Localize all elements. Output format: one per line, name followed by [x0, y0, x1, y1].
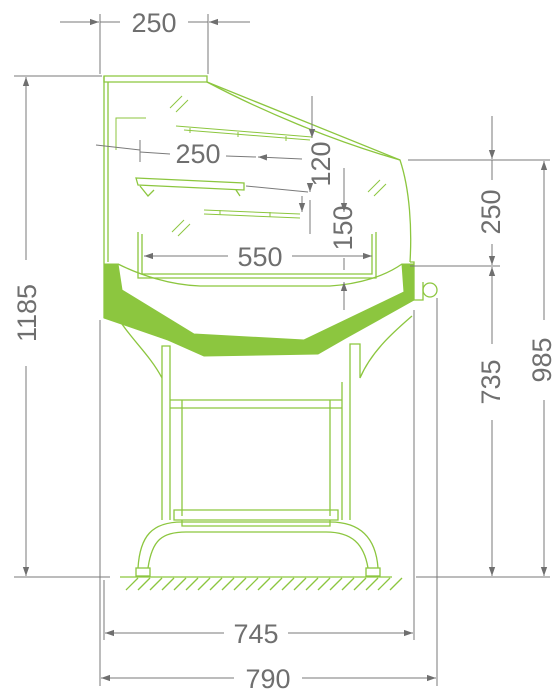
legs	[161, 378, 351, 520]
upper-shelf	[175, 125, 313, 141]
display-deck	[137, 232, 377, 279]
dim-upper-shelf-depth: 250	[175, 139, 220, 169]
hatch-mark	[293, 577, 307, 591]
hatch-mark	[281, 577, 295, 591]
front-knob	[422, 282, 438, 298]
hatch-mark	[161, 577, 175, 591]
front-glass-inner	[206, 81, 401, 161]
dim-top-width: 250	[131, 8, 176, 38]
dimensions: 250 250 120 150 550 1185	[12, 8, 556, 693]
upper-shelf-pins	[189, 128, 287, 141]
hatch-mark	[305, 577, 319, 591]
hatch-mark	[209, 577, 223, 591]
dim-total-height: 1185	[12, 284, 42, 342]
hatch-mark	[149, 577, 163, 591]
dim-upper-shelf-gap: 120	[306, 141, 336, 186]
dim-deck-depth: 550	[237, 242, 282, 272]
cabinet-drawing	[103, 75, 438, 591]
dim-total-width: 790	[245, 664, 290, 693]
hatch-mark	[365, 577, 379, 591]
hatch-mark	[269, 577, 283, 591]
base-arch	[137, 521, 379, 569]
glass-reflection-marks	[169, 95, 387, 237]
front-glass	[206, 81, 412, 263]
tub-inner-line	[117, 263, 403, 287]
floor-hatch	[125, 577, 403, 591]
bottom-rail	[173, 509, 339, 527]
hatch-mark	[233, 577, 247, 591]
left-bracket	[117, 317, 171, 382]
hatch-mark	[221, 577, 235, 591]
middle-shelf	[135, 177, 245, 197]
hatch-mark	[389, 577, 403, 591]
hatch-mark	[317, 577, 331, 591]
hatch-mark	[137, 577, 151, 591]
canopy	[103, 75, 208, 83]
hatch-mark	[125, 577, 139, 591]
hatch-mark	[377, 577, 391, 591]
front-panel	[410, 261, 424, 301]
hatch-mark	[185, 577, 199, 591]
dim-lower-shelf-gap: 150	[328, 205, 358, 250]
hatch-mark	[197, 577, 211, 591]
hatch-mark	[341, 577, 355, 591]
hatch-mark	[257, 577, 271, 591]
dim-base-width: 745	[233, 619, 278, 649]
right-bracket	[349, 315, 413, 382]
lower-shelf	[203, 209, 301, 219]
hatch-mark	[353, 577, 367, 591]
dim-deck-height: 735	[476, 359, 506, 404]
cross-bar	[170, 399, 342, 409]
hatch-mark	[329, 577, 343, 591]
hatch-mark	[173, 577, 187, 591]
dim-front-height: 985	[527, 337, 556, 382]
hatch-mark	[245, 577, 259, 591]
feet	[135, 567, 381, 577]
lower-shelf-pins	[219, 210, 271, 217]
rear-hanger	[115, 117, 146, 150]
dim-glass-height: 250	[476, 189, 506, 234]
